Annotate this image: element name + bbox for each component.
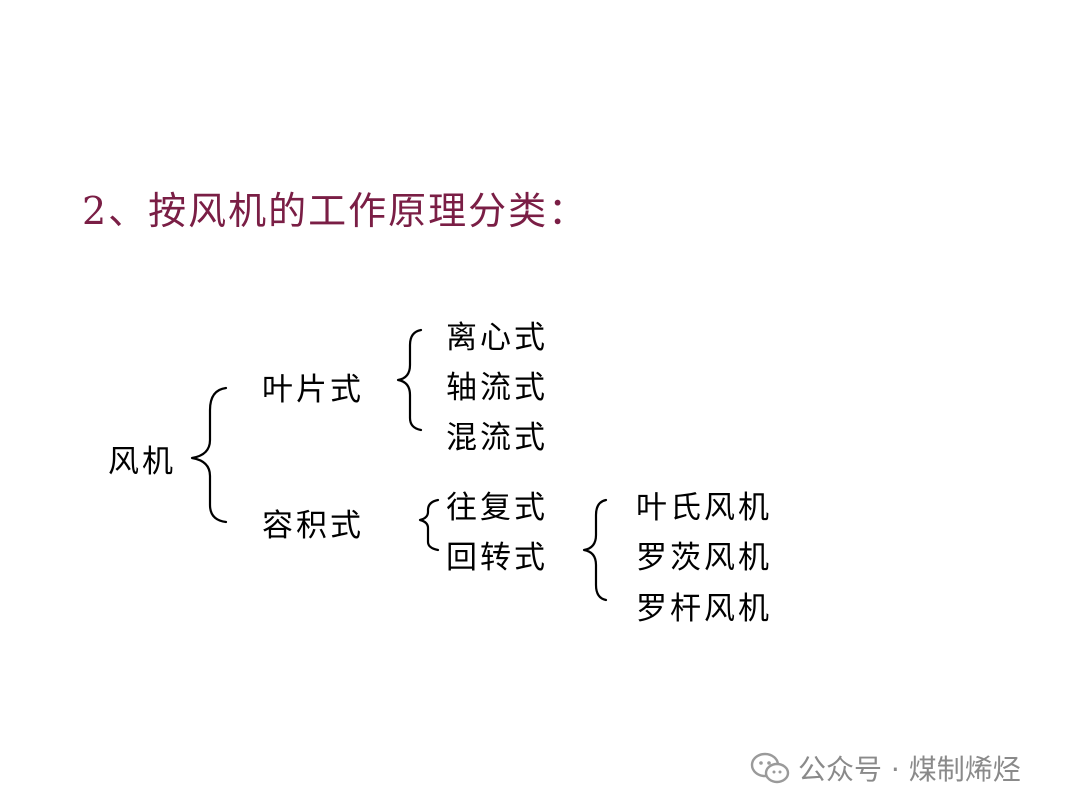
volumetric-node: 容积式: [262, 508, 364, 544]
wechat-icon: [750, 752, 790, 784]
watermark-text: 公众号 · 煤制烯烃: [798, 753, 1021, 786]
blade-node: 叶片式: [262, 372, 364, 408]
volumetric-type-rotary: 回转式: [446, 540, 548, 576]
volumetric-type-reciprocating: 往复式: [446, 490, 548, 526]
page-title: 2、按风机的工作原理分类：: [82, 189, 589, 233]
blade-type-centrifugal: 离心式: [446, 320, 548, 356]
rotary-type-2: 罗茨风机: [636, 540, 772, 576]
volumetric-brace: [418, 498, 440, 552]
rotary-brace: [582, 498, 608, 602]
blade-type-mixed: 混流式: [446, 420, 548, 456]
watermark: 公众号 · 煤制烯烃: [750, 748, 1021, 788]
blade-type-axial: 轴流式: [446, 370, 548, 406]
rotary-type-3: 罗杆风机: [636, 591, 772, 627]
root-node: 风机: [108, 444, 176, 480]
rotary-type-1: 叶氏风机: [636, 490, 772, 526]
blade-brace: [396, 328, 423, 432]
root-brace: [190, 386, 228, 524]
